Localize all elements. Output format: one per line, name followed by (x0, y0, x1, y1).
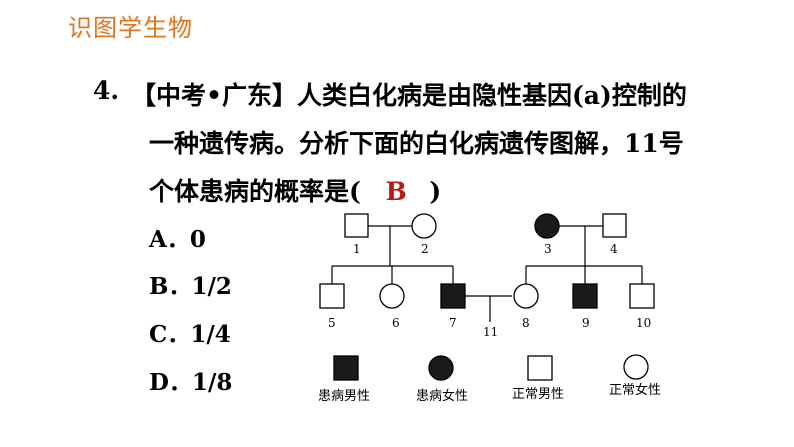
individual-4-symbol (602, 213, 627, 238)
individual-1-symbol (344, 213, 369, 238)
option-d[interactable]: D．1/8 (149, 363, 232, 397)
option-b[interactable]: B．1/2 (149, 267, 232, 301)
section-title: 识图学生物 (68, 14, 193, 42)
option-a-letter: A． (149, 226, 190, 253)
legend-affected-female-symbol (428, 355, 454, 381)
option-c-value: 1/4 (190, 321, 231, 348)
question-line-3: 个体患病的概率是( B ) (149, 172, 441, 208)
legend-normal-male-symbol (527, 355, 553, 381)
answer-letter: B (385, 177, 407, 206)
legend-affected-female-label: 患病女性 (416, 388, 468, 404)
individual-8-label: 8 (522, 316, 530, 330)
option-c-letter: C． (149, 321, 191, 348)
question-line-3-prefix: 个体患病的概率是( (149, 177, 361, 206)
individual-5-label: 5 (328, 316, 336, 330)
individual-10-symbol (629, 283, 655, 309)
individual-7-label: 7 (449, 316, 457, 330)
legend-affected-male-label: 患病男性 (318, 389, 370, 404)
individual-2-symbol (411, 213, 437, 239)
option-a-value: 0 (189, 226, 206, 253)
individual-11-label: 11 (483, 325, 498, 339)
individual-3-label: 3 (544, 242, 552, 256)
option-d-value: 1/8 (191, 369, 233, 396)
individual-5-symbol (319, 283, 345, 309)
individual-10-label: 10 (636, 316, 651, 330)
question-number: 4. (93, 76, 120, 105)
legend-normal-male-label: 正常男性 (512, 387, 564, 402)
individual-8-symbol (513, 283, 539, 309)
option-a[interactable]: A．0 (149, 220, 206, 254)
individual-4-label: 4 (610, 242, 618, 256)
individual-6-label: 6 (392, 316, 400, 330)
legend-normal-female-label: 正常女性 (609, 382, 661, 398)
option-c[interactable]: C．1/4 (149, 315, 231, 349)
individual-2-label: 2 (421, 242, 429, 256)
option-b-value: 1/2 (191, 273, 232, 300)
individual-9-label: 9 (582, 316, 590, 330)
individual-9-symbol (572, 283, 598, 309)
option-d-letter: D． (149, 369, 192, 396)
individual-7-symbol (440, 283, 466, 309)
question-line-1: 【中考•广东】人类白化病是由隐性基因(a)控制的 (131, 81, 687, 110)
individual-3-symbol (534, 213, 560, 239)
legend-normal-female-symbol (623, 354, 649, 380)
question-line-2: 一种遗传病。分析下面的白化病遗传图解，11号 (149, 129, 684, 158)
question-line-3-suffix: ) (429, 177, 442, 206)
legend-affected-male-symbol (333, 355, 359, 381)
individual-1-label: 1 (353, 242, 361, 256)
option-b-letter: B． (149, 273, 192, 300)
pedigree-lines (331, 225, 643, 322)
individual-6-symbol (379, 283, 405, 309)
